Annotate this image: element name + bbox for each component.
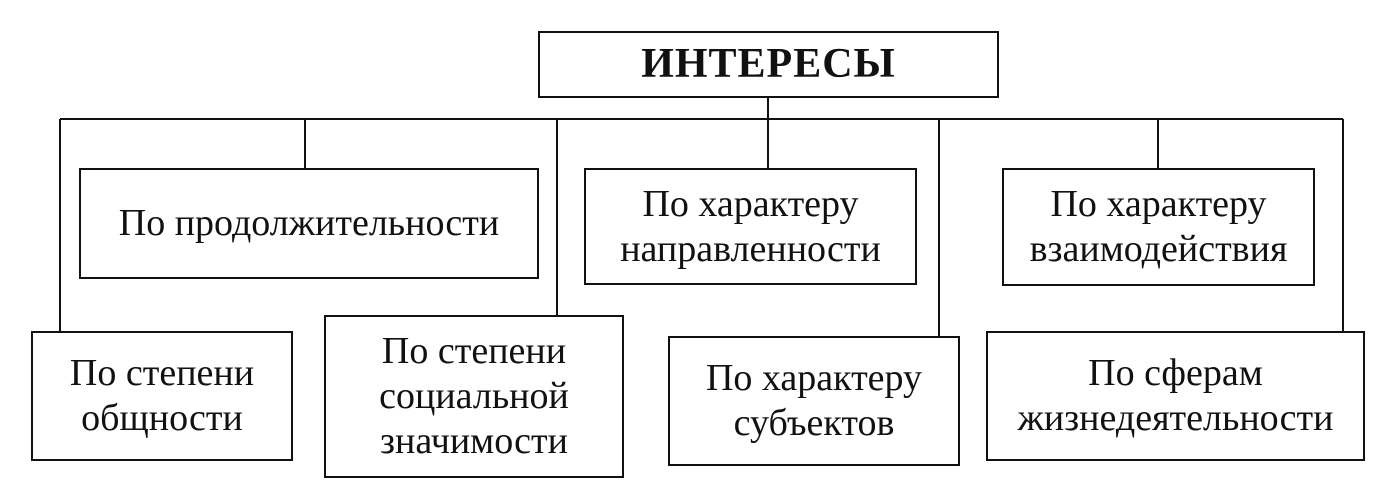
box-by-direction: По характеру направленности	[584, 168, 917, 285]
box-by-interaction: По характеру взаимодействия	[1002, 168, 1315, 286]
box-label-line: По продолжительности	[118, 202, 500, 245]
box-by-commonality: По степени общности	[31, 331, 293, 461]
box-label-line: По сферам	[1088, 352, 1263, 395]
box-by-social-significance: По степени социальной значимости	[324, 315, 624, 478]
box-label-line: По характеру	[705, 357, 923, 400]
root-label: ИНТЕРЕСЫ	[641, 40, 896, 87]
box-label-line: По степени	[69, 352, 255, 395]
box-label-line: жизнедеятельности	[1017, 397, 1334, 439]
box-by-subjects: По характеру субъектов	[668, 336, 960, 466]
box-label-line: взаимодействия	[1029, 228, 1288, 270]
root-box-interests: ИНТЕРЕСЫ	[538, 31, 999, 98]
box-by-duration: По продолжительности	[79, 168, 539, 279]
box-label-line: По характеру	[642, 182, 859, 225]
box-by-life-spheres: По сферам жизнедеятельности	[986, 331, 1365, 461]
box-label-line: социальной	[379, 375, 569, 418]
box-label-line: общности	[81, 397, 243, 439]
box-label-line: субъектов	[733, 402, 895, 444]
box-label-line: направленности	[620, 227, 881, 270]
box-label-line: По характеру	[1050, 183, 1267, 226]
box-label-line: По степени	[381, 330, 567, 373]
box-label-line: значимости	[380, 419, 568, 462]
